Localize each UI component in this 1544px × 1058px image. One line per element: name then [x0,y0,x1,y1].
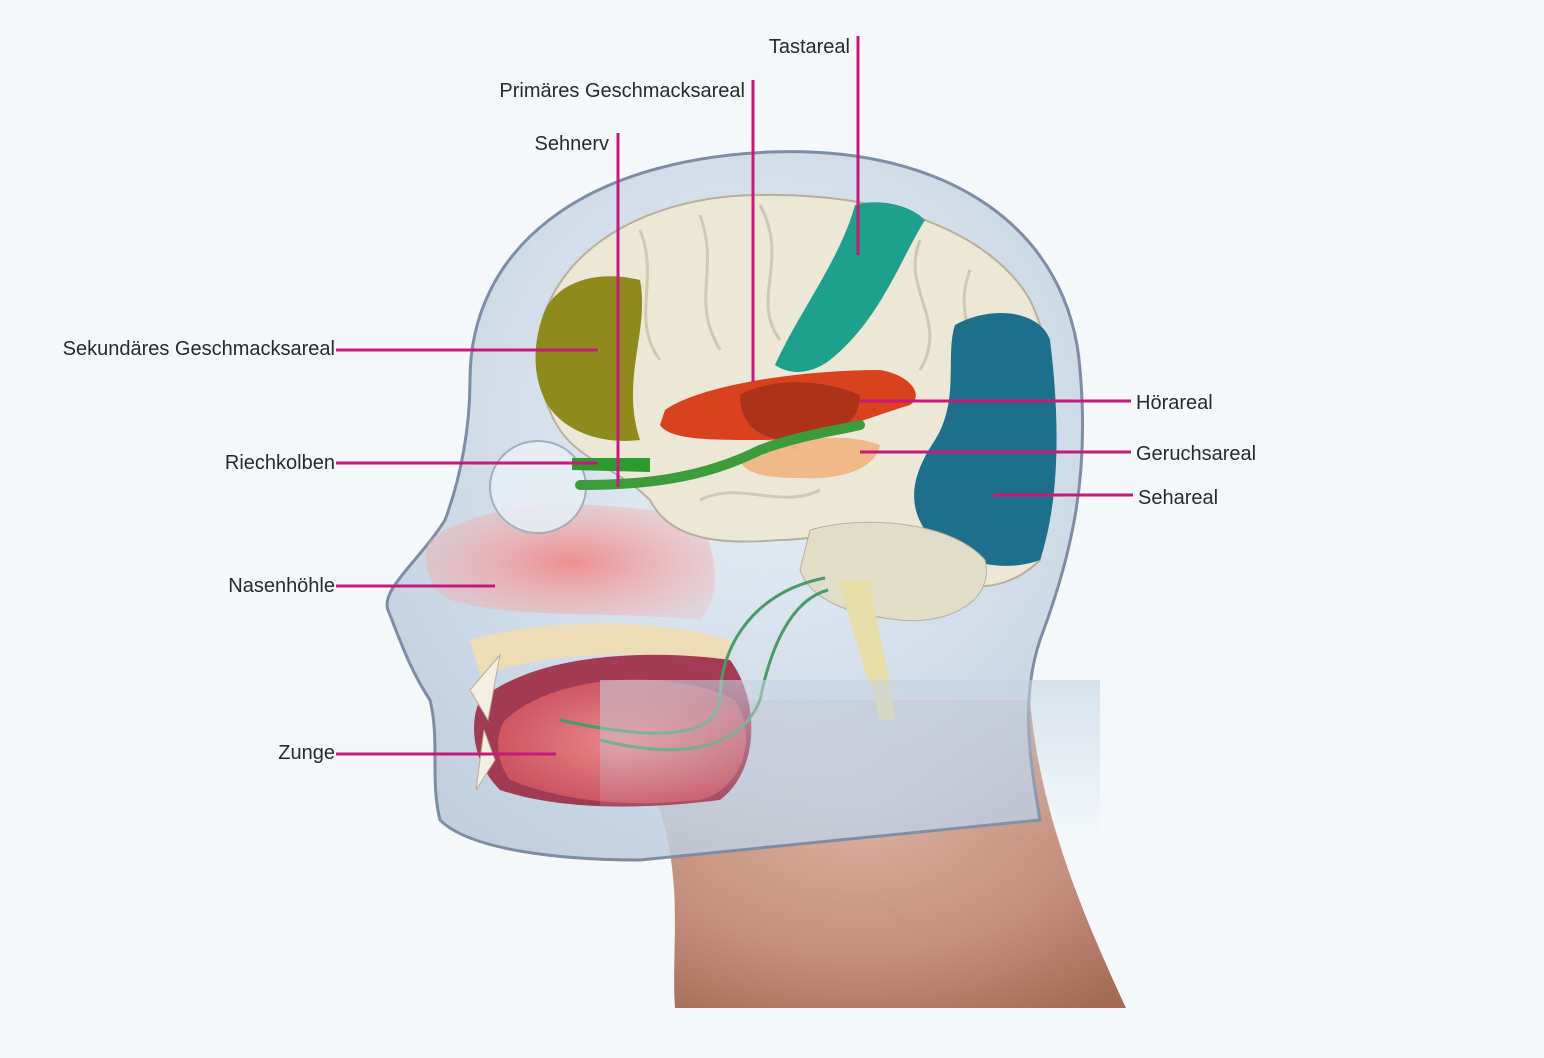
olfactory-bulb [572,458,650,472]
upper-incisor [469,653,501,722]
label-hoerareal: Hörareal [1136,392,1213,414]
optic-nerve [575,420,865,490]
vision-area [914,313,1057,566]
label-sekundaeres-geschmacksareal: Sekundäres Geschmacksareal [62,338,335,360]
nasal-cavity [426,504,715,620]
label-riechkolben: Riechkolben [224,452,335,474]
neck-fade [600,680,1100,840]
label-geruchsareal: Geruchsareal [1136,443,1257,465]
label-zunge: Zunge [278,742,335,764]
lower-incisor [475,729,496,791]
leader-lines [336,36,1133,756]
label-primaeres-geschmacksareal: Primäres Geschmacksareal [499,80,745,102]
label-tastareal: Tastareal [768,36,850,58]
label-sehnerv: Sehnerv [534,133,610,155]
touch-area [775,202,925,372]
label-nasenhoehle: Nasenhöhle [228,575,335,597]
primary-taste-area [740,382,860,440]
palate [470,623,730,675]
eye [489,440,587,534]
secondary-taste-area [535,276,643,441]
label-sehareal: Sehareal [1138,487,1219,509]
